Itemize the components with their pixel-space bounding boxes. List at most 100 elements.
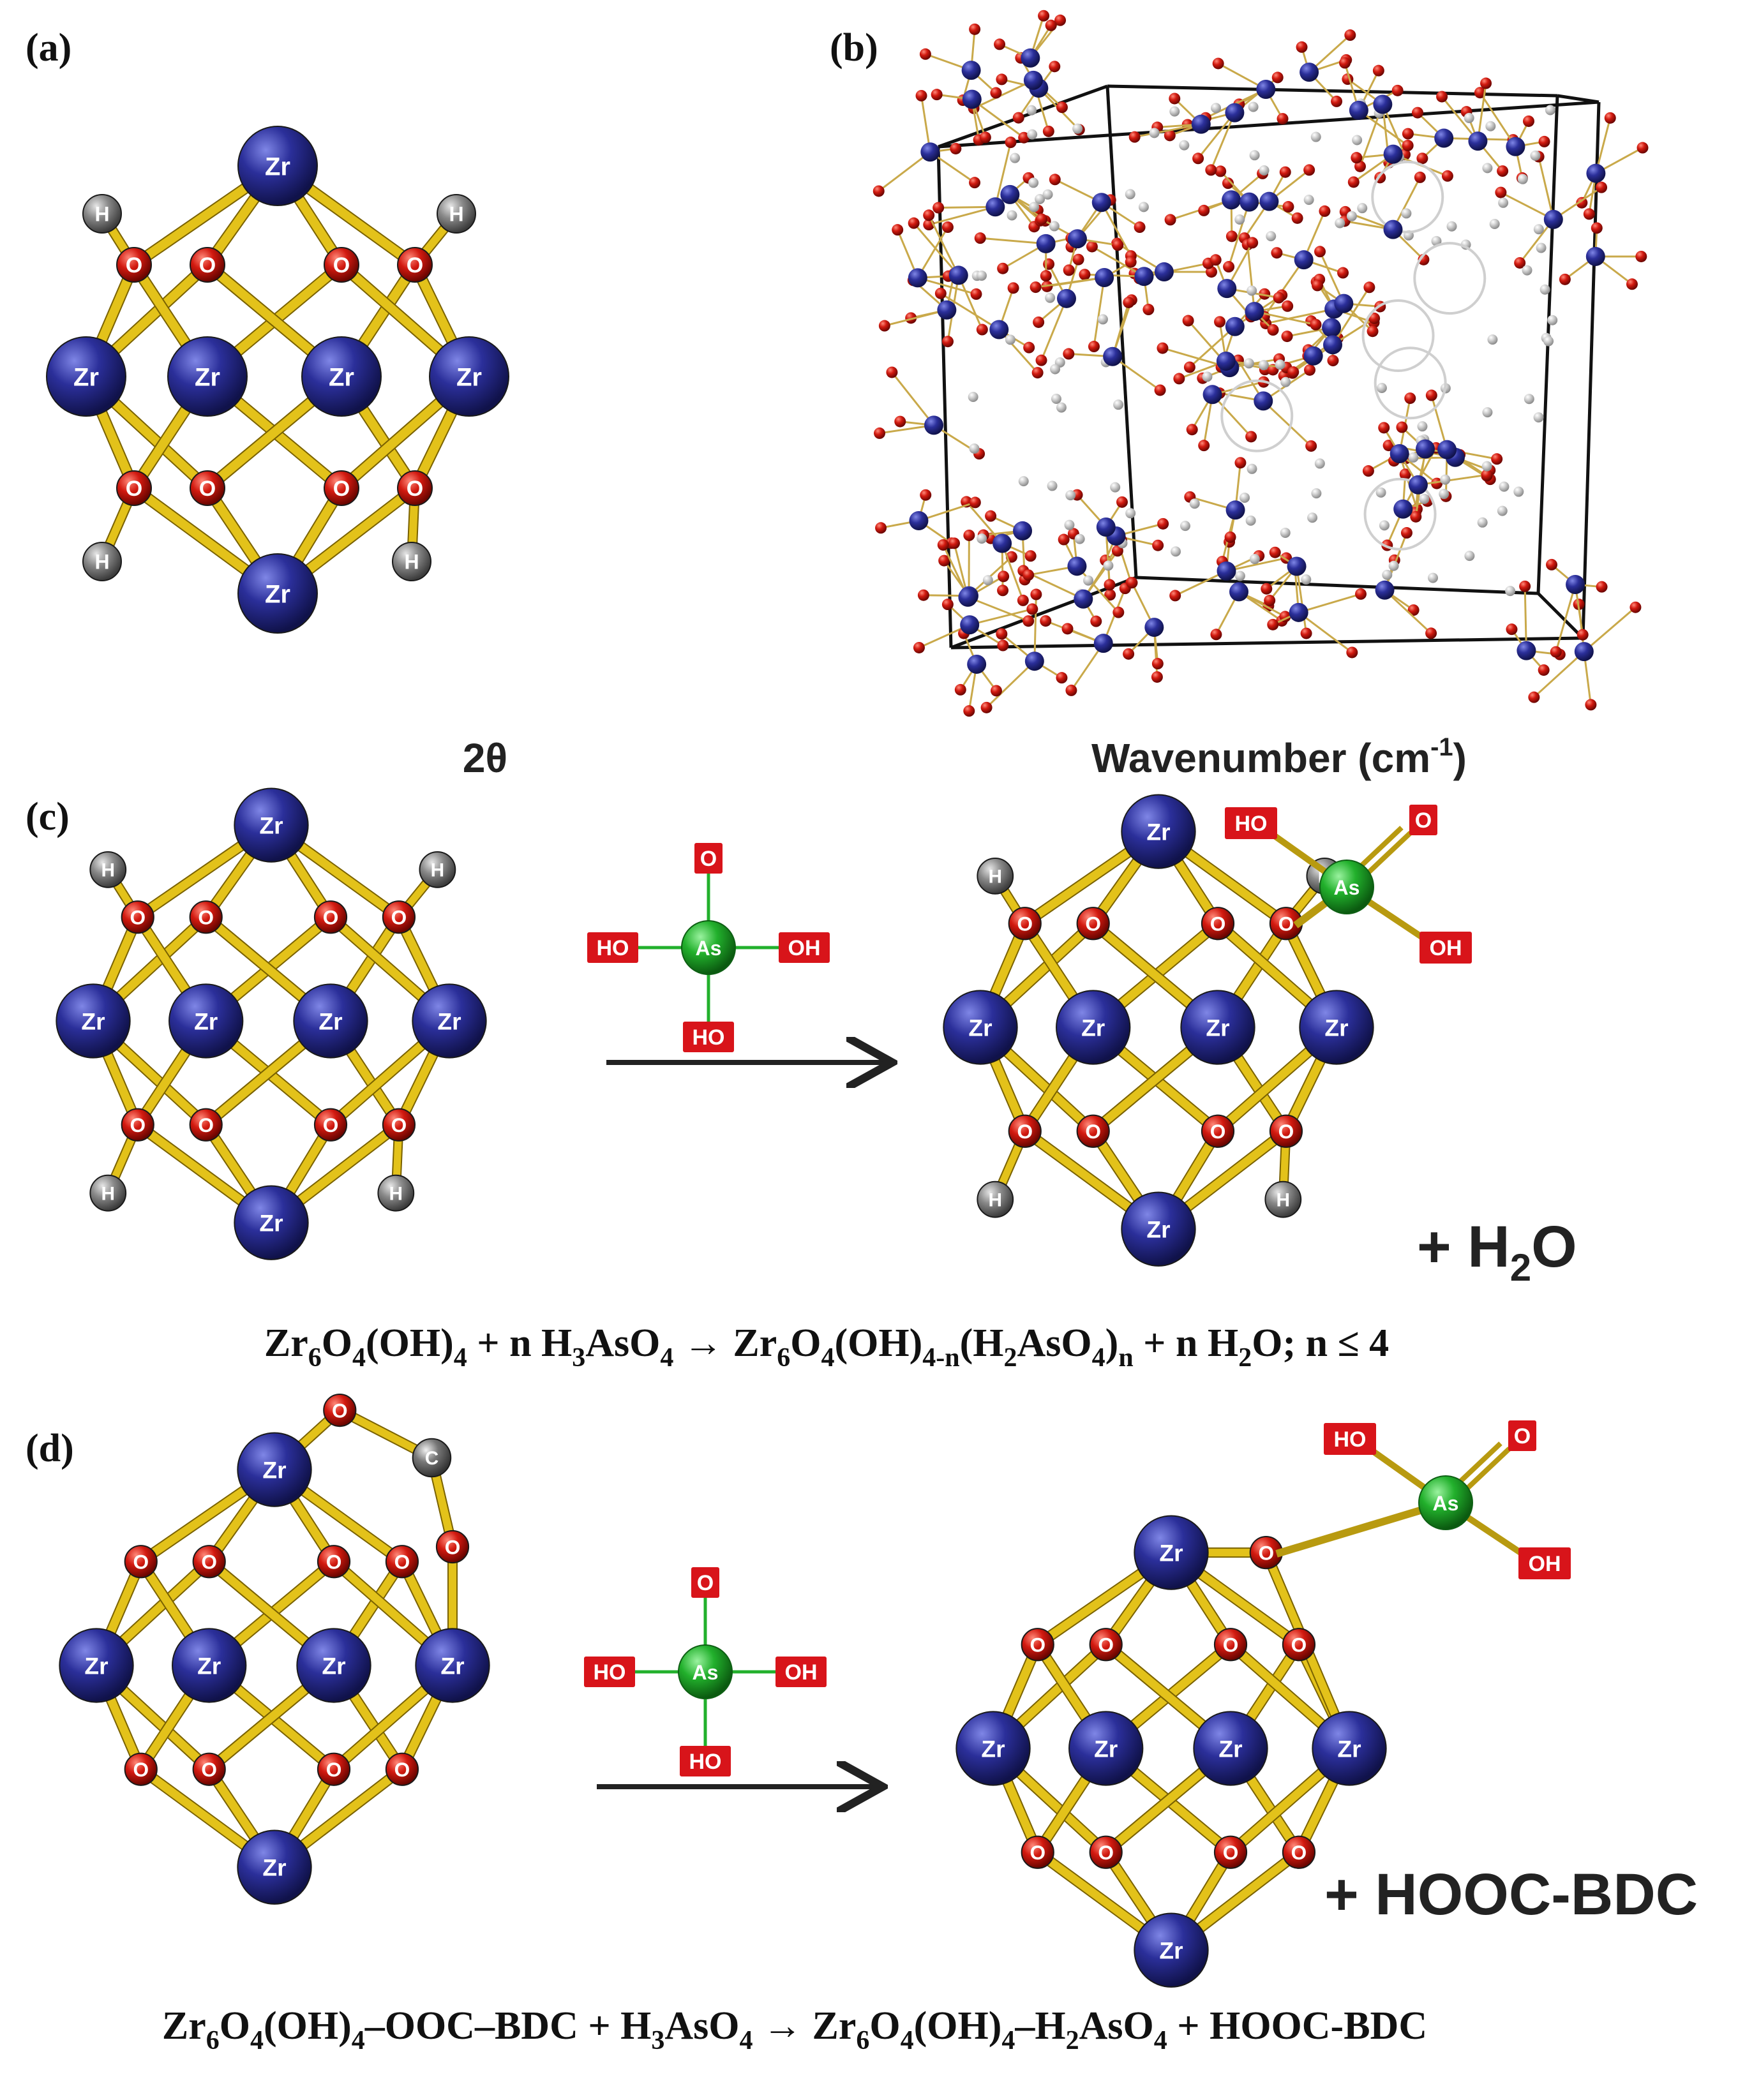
oxygen-node [1363,281,1375,294]
carbon-node [1211,103,1222,114]
hydrogen-atom: H [1264,1180,1302,1218]
oxygen-node [997,585,1009,597]
oxygen-atom-label: O [1030,1634,1045,1657]
carbon-node [1045,292,1056,303]
zirconium-node [1225,500,1245,520]
zirconium-atom: Zr [46,336,126,417]
carbon-node [1375,487,1386,498]
oxygen-node [941,599,954,611]
arsenic-label: As [1334,876,1360,899]
oxygen-node [874,427,886,439]
oxygen-node [969,177,981,189]
oxygen-atom: O [1213,1628,1248,1662]
zirconium-atom-label: Zr [81,1008,105,1034]
oxygen-node [1519,580,1531,592]
carbon-node [1335,218,1345,228]
zirconium-atom: Zr [1180,990,1255,1065]
arsenate-oh-label: OH [1518,1547,1571,1579]
oxygen-atom: O [192,1545,226,1579]
benzene-ring [1220,379,1294,452]
oxygen-node [1546,558,1558,570]
oxygen-node [1063,348,1075,360]
zirconium-atom: Zr [1134,1912,1209,1988]
oxygen-node [1410,510,1422,523]
hydrogen-atom-label: H [94,551,109,574]
oxygen-node [1247,237,1259,249]
oxygen-node [1065,684,1077,696]
zirconium-atom: Zr [301,336,382,417]
benzene-ring [1371,160,1444,234]
arsenate-oh-label: OH [1420,932,1472,964]
oxygen-node [1151,671,1163,683]
zirconium-atom: Zr [237,553,318,634]
oxygen-node [1164,130,1176,142]
oxygen-node [1399,468,1411,480]
oxygen-node [1559,273,1571,285]
carbon-node [1477,517,1488,528]
oxygen-atom-label: O [333,477,350,501]
oxygen-atom-label: O [1223,1841,1239,1864]
oxygen-atom: O [1089,1835,1123,1869]
oxygen-node [1514,257,1526,269]
zirconium-atom-label: Zr [195,363,220,391]
arsenate-o-label: O [1508,1420,1536,1451]
oxygen-atom-label: O [1291,1634,1307,1657]
zirconium-node [909,511,929,531]
arsenate-ho-text: HO [594,1660,626,1685]
oxygen-node [908,217,920,229]
zirconium-node [1000,184,1020,204]
carbon-node [1248,101,1259,112]
zirconium-atom-label: Zr [1146,818,1170,845]
zirconium-node [948,265,968,285]
carbon-atom-label: C [425,1448,439,1469]
zirconium-node [1154,262,1174,282]
carbon-node [1303,195,1314,205]
oxygen-node [1367,325,1379,338]
zirconium-atom-label: Zr [1218,1735,1242,1762]
oxygen-atom: O [121,900,154,934]
oxygen-node [974,232,986,244]
zirconium-node [1254,391,1273,411]
zirconium-node [937,300,957,320]
oxygen-node [963,705,975,717]
oxygen-node [1017,594,1029,606]
oxygen-node [979,131,991,144]
carbon-node [1417,421,1428,432]
zirconium-node [1013,521,1033,540]
oxygen-atom-label: O [130,1113,146,1136]
hydrogen-atom-label: H [449,203,463,226]
carbon-node [1064,519,1075,530]
oxygen-node [1314,246,1326,258]
oxygen-node [1182,315,1194,327]
oxygen-node [1198,204,1210,216]
zirconium-node [1373,94,1393,114]
hydrogen-atom-label: H [989,1189,1003,1210]
zirconium-node [1294,250,1314,270]
oxygen-node [1327,355,1339,367]
oxygen-node [1346,646,1358,659]
carbon-node [1110,482,1121,493]
hydrogen-atom-label: H [989,867,1003,888]
oxygen-node [1210,254,1222,266]
carbon-node [1243,358,1254,369]
carbon-node [1247,285,1257,296]
arsenic-atom [681,920,736,975]
carbon-node [1419,493,1430,504]
zirconium-node [1349,100,1368,120]
panel-label-c: (c) [26,795,70,838]
carbon-node [1103,560,1114,571]
oxygen-node [1538,664,1550,676]
zirconium-node [924,415,944,435]
zirconium-atom: Zr [1312,1711,1387,1786]
zirconium-node [985,197,1005,217]
carbon-node [1505,586,1516,597]
carbon-node [1049,221,1060,232]
oxygen-node [1215,165,1227,177]
zirconium-atom-label: Zr [194,1008,218,1034]
oxygen-node [1061,623,1074,635]
carbon-node [1245,515,1256,526]
oxygen-node [1088,341,1100,353]
oxygen-atom-label: O [1017,1120,1033,1143]
oxygen-node [886,366,898,378]
zirconium-node [1390,444,1409,464]
